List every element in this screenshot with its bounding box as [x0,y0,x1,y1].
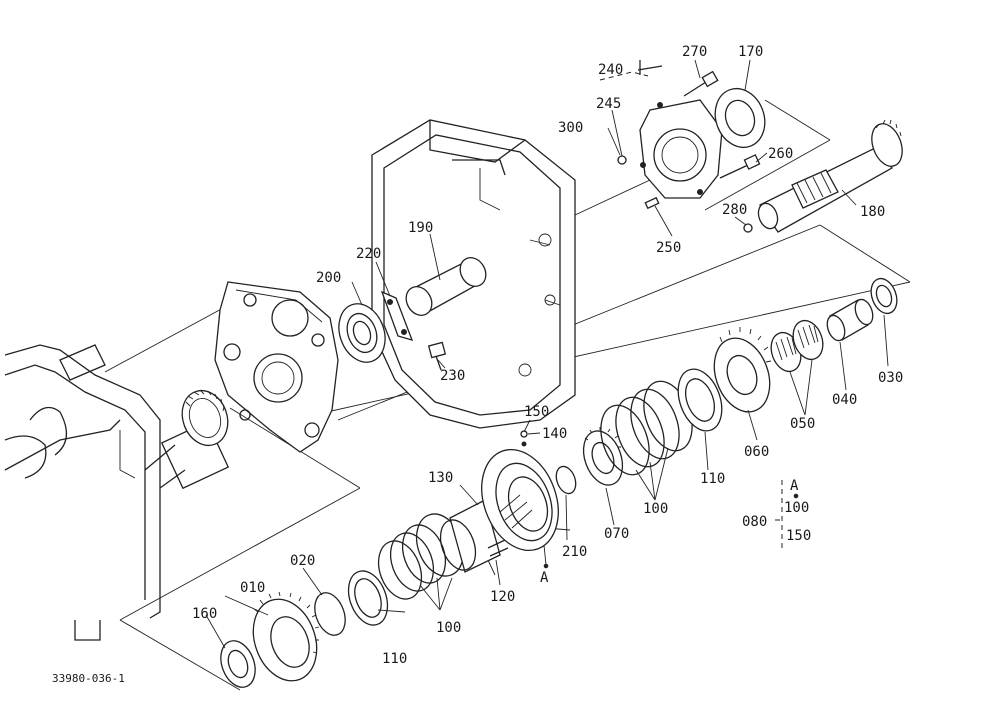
label-245: 245 [596,96,621,112]
label-230: 230 [440,368,465,384]
label-100-group: 100 [784,500,809,516]
part-220-plate [380,290,414,341]
label-070: 070 [604,526,629,542]
label-030: 030 [878,370,903,386]
label-270: 270 [682,44,707,60]
part-110-plate-lower [347,570,389,626]
part-170-bearing [714,87,766,149]
label-160: 160 [192,606,217,622]
clutch-drum [481,448,559,552]
part-130-piston [439,499,501,573]
label-200: 200 [316,270,341,286]
label-A-lower: A [540,570,549,586]
part-250-pin [644,196,660,210]
label-A-upper: A [790,478,799,494]
part-180-shaft [757,119,903,233]
part-200-bearing [338,303,386,363]
part-140-150-small [520,430,528,447]
part-160-bearing [220,640,256,688]
part-190-sleeve [405,257,487,316]
label-010: 010 [240,580,265,596]
part-260-bolt [719,154,761,179]
part-110-plate-upper [677,368,723,432]
part-050-needle-bearings [770,319,824,373]
part-230-bolt [427,341,447,371]
label-170: 170 [738,44,763,60]
part-280-nut [743,223,753,233]
label-120: 120 [490,589,515,605]
part-100-discs-lower [377,513,465,600]
label-280: 280 [722,202,747,218]
label-180: 180 [860,204,885,220]
part-210-snap-ring [555,465,577,495]
dot-080 [793,493,799,499]
part-120-pins [487,539,509,557]
part-030-washer [870,277,898,315]
label-060: 060 [744,444,769,460]
bracket-240 [599,71,649,81]
part-300-nut [617,155,627,165]
label-260: 260 [768,146,793,162]
part-070-gear [582,427,624,486]
part-040-sleeve [826,298,874,342]
left-transmission-case [4,344,161,641]
label-050: 050 [790,416,815,432]
label-250: 250 [656,240,681,256]
label-150-group: 150 [786,528,811,544]
label-190: 190 [408,220,433,236]
label-240: 240 [598,62,623,78]
part-010-gear [252,591,320,682]
label-300: 300 [558,120,583,136]
upper-cover-assembly [637,60,723,199]
label-150-small: 150 [524,404,549,420]
label-110-upper: 110 [700,471,725,487]
drawing-number: 33980-036-1 [52,672,125,685]
part-020-snap-ring [314,592,346,636]
input-shaft-gear [144,389,230,490]
label-100-upper: 100 [643,501,668,517]
label-210: 210 [562,544,587,560]
dot-A [543,563,549,569]
label-110-lower: 110 [382,651,407,667]
label-140: 140 [542,426,567,442]
part-labels: 010 020 160 110 100 130 120 A 210 070 10… [52,44,903,685]
label-130: 130 [428,470,453,486]
label-020: 020 [290,553,315,569]
bracket-080 [775,480,783,548]
label-220: 220 [356,246,381,262]
part-270-bolt [683,70,719,97]
part-060-bevel-gear [713,327,772,413]
front-cover-plate [214,281,339,453]
label-040: 040 [832,392,857,408]
label-100-lower: 100 [436,620,461,636]
leader-lines [205,59,889,649]
label-080: 080 [742,514,767,530]
